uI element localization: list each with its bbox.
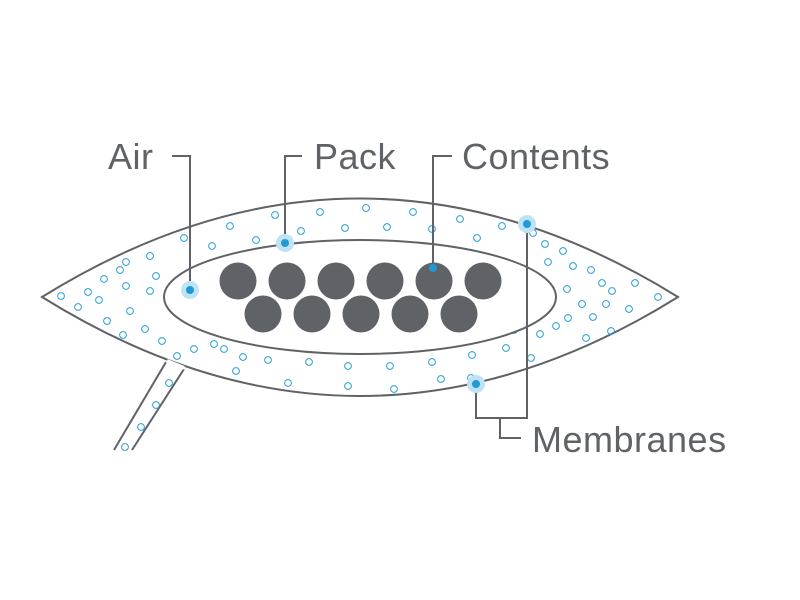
air-bubble-icon [473,234,481,242]
air-bubble-icon [264,356,272,364]
contents-item-3 [317,262,355,300]
air-bubble-icon [569,262,577,270]
air-leader [172,155,191,290]
air-bubble-icon [103,317,111,325]
contents-leader [432,155,452,268]
air-bubble-icon [456,215,464,223]
air-bubble-icon [344,362,352,370]
contents-item-10 [391,295,429,333]
air-bubble-icon [437,375,445,383]
membranes-leader [475,224,528,439]
air-bubble-icon [578,300,586,308]
air-bubble-icon [607,327,615,335]
air-bubble-icon [582,334,590,342]
contents-item-2 [268,262,306,300]
air-bubble-icon [173,352,181,360]
air-bubble-icon [409,208,417,216]
air-bubble-icon [146,252,154,260]
air-bubble-icon [502,344,510,352]
air-bubble-icon [564,314,572,322]
air-bubble-icon [341,224,349,232]
air-bubble-icon [390,385,398,393]
air-bubble-icon [362,204,370,212]
air-bubble-icon [602,300,610,308]
contents-item-5 [415,262,453,300]
air-bubble-icon [84,288,92,296]
air-bubble-icon [232,367,240,375]
air-bubble-icon [559,247,567,255]
air-bubble-icon [126,307,134,315]
air-bubble-icon [498,222,506,230]
contents-marker [429,264,437,272]
air-bubble-icon [563,285,571,293]
air-bubble-icon [589,313,597,321]
air-bubble-icon [631,279,639,287]
air-bubble-icon [158,337,166,345]
air-bubble-icon [625,305,633,313]
contents-item-6 [464,262,502,300]
air-bubble-icon [146,287,154,295]
air-bubble-icon [598,279,606,287]
air-bubble-icon [305,358,313,366]
callout-lines [172,155,528,439]
pack-leader [284,155,302,243]
air-bubble-icon [152,272,160,280]
air-bubble-icon [226,222,234,230]
contents-item-11 [440,295,478,333]
contents-items [219,262,502,333]
air-label: Air [108,136,154,177]
air-bubble-icon [284,379,292,387]
membranes-label: Membranes [532,419,727,460]
air-bubble-icon [116,266,124,274]
contents-item-1 [219,262,257,300]
air-bubble-icon [57,292,65,300]
air-bubble-icon [165,379,173,387]
air-bubble-icon [536,330,544,338]
air-bubble-icon [137,423,145,431]
air-bubble-icon [141,325,149,333]
pack-marker [276,234,294,252]
contents-item-4 [366,262,404,300]
callout-markers [181,215,536,393]
contents-item-8 [293,295,331,333]
air-bubble-icon [121,443,129,451]
air-bubble-icon [344,382,352,390]
air-bubble-icon [95,296,103,304]
contents-label: Contents [462,136,610,177]
air-bubble-icon [654,293,662,301]
air-bubble-icon [383,223,391,231]
air-bubble-icon [386,362,394,370]
membranes-marker-inner [467,375,485,393]
air-bubble-icon [122,282,130,290]
air-bubble-icon [608,287,616,295]
pack-label: Pack [314,136,397,177]
air-bubble-icon [468,351,476,359]
air-bubble-icon [239,353,247,361]
air-bubble-icon [544,258,552,266]
air-bubble-icon [190,345,198,353]
air-bubble-icon [541,240,549,248]
membranes-marker-outer [518,215,536,233]
contents-item-7 [244,295,282,333]
air-bubble-icon [210,340,218,348]
air-bubble-icon [316,208,324,216]
air-bubble-icon [587,266,595,274]
air-bubble-icon [152,401,160,409]
air-bubble-icon [428,358,436,366]
air-bubble-icon [208,242,216,250]
air-bubble-icon [252,236,260,244]
air-bubble-icon [119,331,127,339]
inflation-tube [113,359,185,451]
air-bubble-icon [271,211,279,219]
air-bubble-icon [122,258,130,266]
air-bubble-icon [220,345,228,353]
air-bubble-icon [100,275,108,283]
air-bubble-icon [180,234,188,242]
air-bubble-icon [297,227,305,235]
air-bubble-icon [74,303,82,311]
air-marker [181,281,199,299]
contents-item-9 [342,295,380,333]
air-bubble-icon [552,322,560,330]
